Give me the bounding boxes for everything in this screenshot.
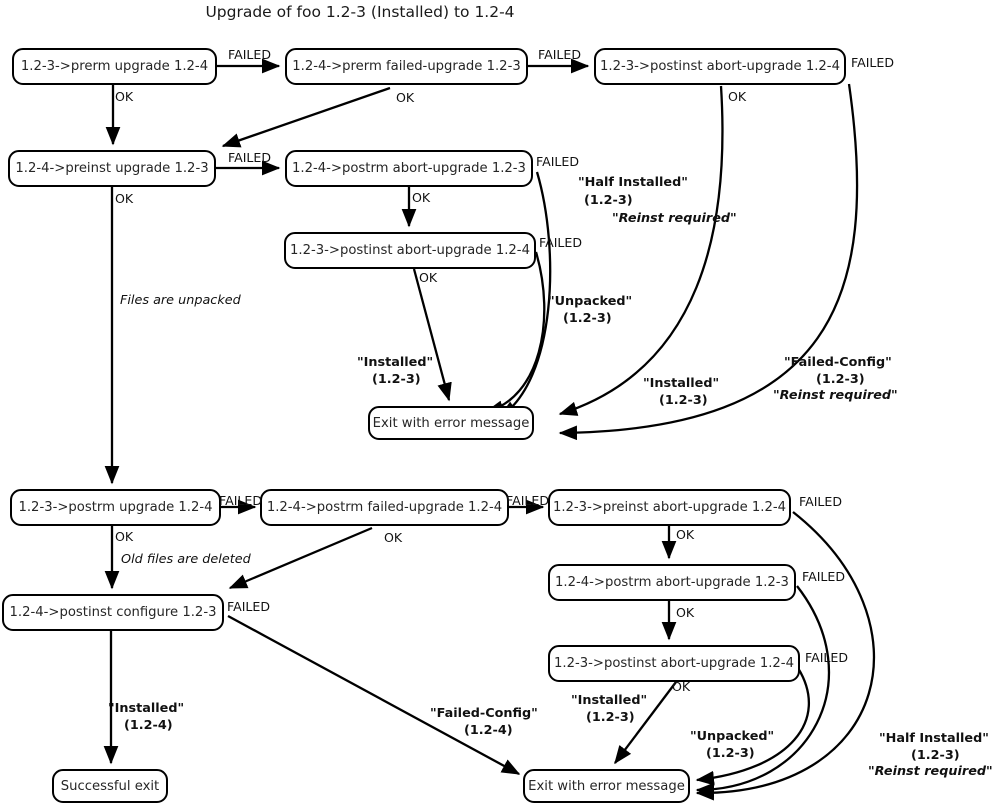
edge-label-failed: FAILED: [536, 154, 580, 169]
edge-label-ok: OK: [676, 527, 695, 542]
node-postrm-abort-upgrade-bottom[interactable]: 1.2-4->postrm abort-upgrade 1.2-3: [548, 564, 796, 601]
node-label: 1.2-3->prerm upgrade 1.2-4: [20, 59, 209, 74]
edge-label-state-version: (1.2-4): [464, 723, 513, 738]
edge-label-failed: FAILED: [538, 47, 582, 62]
edge-label-reinst-required: "Reinst required": [773, 388, 898, 403]
node-postinst-abort-upgrade-top[interactable]: 1.2-3->postinst abort-upgrade 1.2-4: [594, 48, 846, 85]
edge-label-state-version: (1.2-4): [124, 718, 173, 733]
edge-label-reinst-required: "Reinst required": [612, 211, 737, 226]
edge-label-ok: OK: [115, 89, 134, 104]
node-label: 1.2-3->postinst abort-upgrade 1.2-4: [554, 656, 794, 671]
edge-label-state-failed-config: "Failed-Config": [784, 355, 892, 370]
edge-label-ok: OK: [412, 190, 431, 205]
edge-label-state-version: (1.2-3): [706, 746, 755, 761]
edge-label-state-version: (1.2-3): [372, 372, 421, 387]
node-label: Successful exit: [60, 778, 160, 794]
edge-label-failed: FAILED: [219, 493, 263, 508]
node-preinst-upgrade[interactable]: 1.2-4->preinst upgrade 1.2-3: [8, 150, 216, 187]
edge-label-failed: FAILED: [802, 569, 846, 584]
edge-label-ok: OK: [384, 530, 403, 545]
node-label: 1.2-4->postrm failed-upgrade 1.2-4: [266, 500, 503, 515]
edge-label-reinst-required: "Reinst required": [868, 764, 993, 779]
edge-label-state-version: (1.2-3): [816, 372, 865, 387]
edge-label-state-failed-config: "Failed-Config": [430, 706, 538, 721]
edge-label-state-version: (1.2-3): [586, 710, 635, 725]
node-label: 1.2-4->postrm abort-upgrade 1.2-3: [555, 575, 789, 590]
node-postinst-abort-upgrade-bottom[interactable]: 1.2-3->postinst abort-upgrade 1.2-4: [548, 645, 800, 682]
edge-label-state-installed: "Installed": [643, 376, 720, 391]
edge-label-ok: OK: [672, 679, 691, 694]
edge-label-failed: FAILED: [506, 493, 550, 508]
page-title: Upgrade of foo 1.2-3 (Installed) to 1.2-…: [205, 3, 515, 21]
edge-label-state-installed: "Installed": [108, 701, 185, 716]
edge-label-ok: OK: [419, 270, 438, 285]
edge-label-old-files-are-deleted: Old files are deleted: [121, 552, 251, 567]
edge-label-state-half-installed: "Half Installed": [578, 175, 688, 190]
edge-label-files-are-unpacked: Files are unpacked: [120, 293, 241, 308]
node-label: 1.2-4->preinst upgrade 1.2-3: [15, 161, 209, 176]
node-label: Exit with error message: [528, 778, 685, 794]
node-label: 1.2-4->postrm abort-upgrade 1.2-3: [292, 161, 526, 176]
node-exit-with-error-message-top[interactable]: Exit with error message: [368, 406, 534, 440]
edge-label-ok: OK: [115, 529, 134, 544]
node-preinst-abort-upgrade[interactable]: 1.2-3->preinst abort-upgrade 1.2-4: [548, 489, 791, 526]
edge-label-failed: FAILED: [851, 55, 895, 70]
edge-label-state-unpacked: "Unpacked": [690, 729, 775, 744]
edge-label-ok: OK: [396, 90, 415, 105]
node-prerm-failed-upgrade[interactable]: 1.2-4->prerm failed-upgrade 1.2-3: [285, 48, 528, 85]
edge-label-state-installed: "Installed": [571, 693, 648, 708]
edge-label-state-version: (1.2-3): [911, 748, 960, 763]
node-exit-with-error-message-bottom[interactable]: Exit with error message: [523, 769, 690, 803]
node-label: 1.2-3->postrm upgrade 1.2-4: [18, 500, 213, 515]
edge-label-state-version: (1.2-3): [584, 193, 633, 208]
edge-label-state-installed: "Installed": [357, 355, 434, 370]
node-label: 1.2-3->postinst abort-upgrade 1.2-4: [290, 243, 530, 258]
node-postrm-upgrade[interactable]: 1.2-3->postrm upgrade 1.2-4: [10, 489, 221, 526]
edge-label-failed: FAILED: [805, 650, 849, 665]
edge-label-ok: OK: [676, 605, 695, 620]
edge-label-state-unpacked: "Unpacked": [548, 294, 633, 309]
edge-label-failed: FAILED: [539, 235, 583, 250]
node-label: 1.2-3->postinst abort-upgrade 1.2-4: [600, 59, 840, 74]
node-postinst-configure[interactable]: 1.2-4->postinst configure 1.2-3: [2, 594, 224, 631]
edge-label-failed: FAILED: [228, 47, 272, 62]
edge-label-failed: FAILED: [228, 150, 272, 165]
node-label: 1.2-4->postinst configure 1.2-3: [9, 605, 217, 620]
node-prerm-upgrade[interactable]: 1.2-3->prerm upgrade 1.2-4: [12, 48, 217, 85]
node-label: 1.2-4->prerm failed-upgrade 1.2-3: [292, 59, 521, 74]
edge-label-ok: OK: [728, 89, 747, 104]
node-label: 1.2-3->preinst abort-upgrade 1.2-4: [552, 500, 787, 515]
node-postrm-abort-upgrade-mid[interactable]: 1.2-4->postrm abort-upgrade 1.2-3: [285, 150, 533, 187]
node-label: Exit with error message: [372, 415, 530, 431]
edge-label-state-version: (1.2-3): [563, 311, 612, 326]
edge-label-failed: FAILED: [799, 494, 843, 509]
edge-label-failed: FAILED: [227, 599, 271, 614]
edge-label-state-half-installed: "Half Installed": [879, 731, 989, 746]
node-postrm-failed-upgrade[interactable]: 1.2-4->postrm failed-upgrade 1.2-4: [260, 489, 509, 526]
edge-label-ok: OK: [115, 191, 134, 206]
node-successful-exit[interactable]: Successful exit: [52, 769, 168, 803]
edge-label-state-version: (1.2-3): [659, 393, 708, 408]
node-postinst-abort-upgrade-mid[interactable]: 1.2-3->postinst abort-upgrade 1.2-4: [284, 232, 536, 269]
